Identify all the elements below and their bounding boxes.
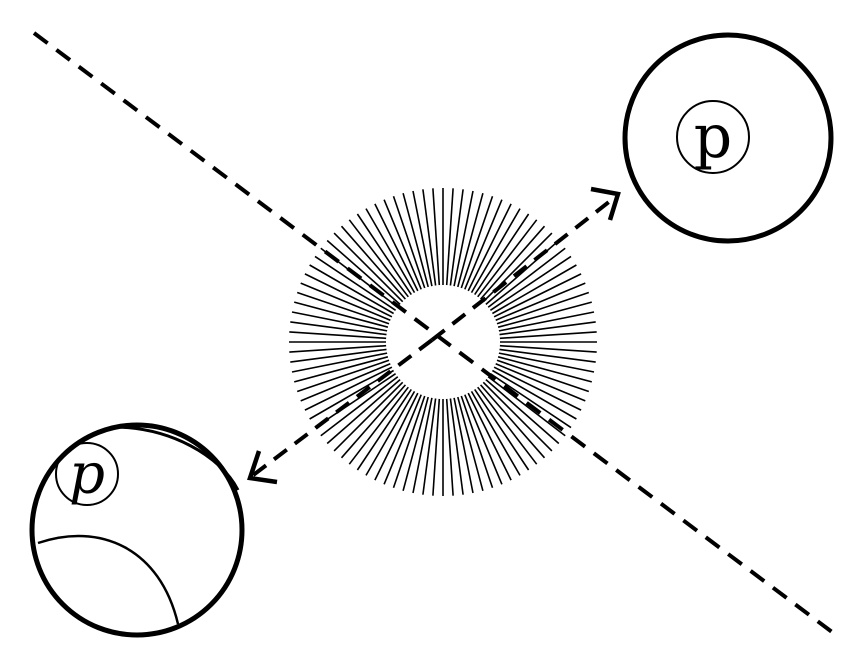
particle-label-upper-right: p bbox=[694, 102, 732, 172]
starburst-ray bbox=[356, 388, 412, 471]
starburst-ray bbox=[291, 352, 388, 373]
starburst-ray bbox=[293, 301, 389, 328]
starburst-ray bbox=[479, 384, 546, 459]
starburst-ray bbox=[485, 378, 560, 445]
starburst-ray bbox=[392, 195, 426, 289]
starburst-ray bbox=[449, 398, 464, 495]
starburst-ray bbox=[467, 392, 512, 481]
starburst-ray bbox=[365, 390, 416, 476]
starburst-ray bbox=[340, 225, 407, 300]
starburst-ray bbox=[300, 282, 391, 321]
starburst-ray bbox=[453, 397, 474, 494]
starburst-ray bbox=[493, 366, 582, 411]
starburst-ray bbox=[326, 239, 401, 306]
arrow-lower-left bbox=[247, 338, 434, 485]
starburst-ray bbox=[296, 291, 390, 325]
starburst-ray bbox=[479, 225, 546, 300]
starburst-ray bbox=[293, 356, 389, 383]
starburst-ray bbox=[453, 190, 474, 287]
starburst-ray bbox=[457, 396, 484, 492]
starburst-ray bbox=[460, 195, 494, 289]
starburst-ray bbox=[412, 190, 433, 287]
starburst-ray bbox=[383, 199, 422, 290]
collision-starburst bbox=[289, 188, 597, 496]
starburst-ray bbox=[499, 331, 597, 340]
starburst-ray bbox=[383, 394, 422, 485]
starburst-ray bbox=[491, 264, 577, 315]
starburst-ray bbox=[356, 213, 412, 296]
starburst-ray bbox=[374, 203, 419, 292]
starburst-ray bbox=[497, 301, 593, 328]
starburst-ray bbox=[304, 273, 393, 318]
starburst-ray bbox=[496, 291, 590, 325]
starburst-ray bbox=[449, 189, 464, 286]
starburst-ray bbox=[470, 390, 521, 476]
starburst-ray bbox=[457, 192, 484, 288]
starburst-ray bbox=[493, 273, 582, 318]
starburst-ray bbox=[470, 208, 521, 294]
starburst-ray bbox=[333, 381, 404, 452]
starburst-ray bbox=[289, 331, 387, 340]
starburst-ray bbox=[499, 344, 597, 353]
particle-circle-lower-left: p bbox=[29, 422, 245, 638]
starburst-ray bbox=[487, 376, 566, 437]
starburst-ray bbox=[402, 396, 429, 492]
starburst-ray bbox=[495, 282, 586, 321]
starburst-ray bbox=[320, 247, 399, 308]
starburst-ray bbox=[289, 344, 387, 353]
starburst-ray bbox=[495, 363, 586, 402]
particle-badge-lower-left bbox=[55, 442, 119, 506]
arrow-upper-right bbox=[430, 186, 621, 342]
starburst-ray bbox=[412, 397, 433, 494]
starburst-ray bbox=[348, 386, 409, 465]
starburst-ray bbox=[474, 388, 530, 471]
starburst-ray bbox=[489, 255, 572, 311]
starburst-ray bbox=[333, 232, 404, 303]
particle-label-lower-left: p bbox=[69, 442, 105, 507]
deformation-curve bbox=[37, 534, 180, 625]
starburst-ray bbox=[498, 311, 595, 332]
starburst-ray bbox=[499, 348, 596, 363]
starburst-ray bbox=[498, 352, 595, 373]
particle-circle-upper-right: p bbox=[622, 32, 834, 244]
starburst-ray bbox=[432, 188, 441, 286]
starburst-ray bbox=[291, 311, 388, 332]
starburst-ray bbox=[309, 264, 395, 315]
starburst-ray bbox=[300, 363, 391, 402]
starburst-ray bbox=[432, 398, 441, 496]
starburst-ray bbox=[402, 192, 429, 288]
starburst-ray bbox=[487, 247, 566, 308]
starburst-ray bbox=[445, 188, 454, 286]
starburst-ray bbox=[467, 203, 512, 292]
starburst-ray bbox=[496, 359, 590, 393]
starburst-ray bbox=[348, 219, 409, 298]
starburst-ray bbox=[445, 398, 454, 496]
starburst-ray bbox=[460, 395, 494, 489]
starburst-ray bbox=[392, 395, 426, 489]
starburst-ray bbox=[477, 219, 538, 298]
starburst-ray bbox=[290, 321, 387, 336]
starburst-ray bbox=[374, 392, 419, 481]
particle-badge-upper-right bbox=[676, 100, 750, 174]
starburst-ray bbox=[491, 369, 577, 420]
starburst-ray bbox=[304, 366, 393, 411]
starburst-ray bbox=[499, 321, 596, 336]
starburst-ray bbox=[365, 208, 416, 294]
starburst-ray bbox=[422, 189, 437, 286]
starburst-ray bbox=[340, 384, 407, 459]
starburst-ray bbox=[326, 378, 401, 445]
starburst-ray bbox=[320, 376, 399, 437]
starburst-ray bbox=[464, 199, 503, 290]
starburst-ray bbox=[422, 398, 437, 495]
starburst-ray bbox=[477, 386, 538, 465]
starburst-ray bbox=[474, 213, 530, 296]
starburst-ray bbox=[464, 394, 503, 485]
starburst-ray bbox=[489, 373, 572, 429]
starburst-ray bbox=[314, 255, 397, 311]
starburst-ray bbox=[497, 356, 593, 383]
starburst-ray bbox=[296, 359, 390, 393]
starburst-ray bbox=[290, 348, 387, 363]
starburst-ray bbox=[482, 381, 553, 452]
